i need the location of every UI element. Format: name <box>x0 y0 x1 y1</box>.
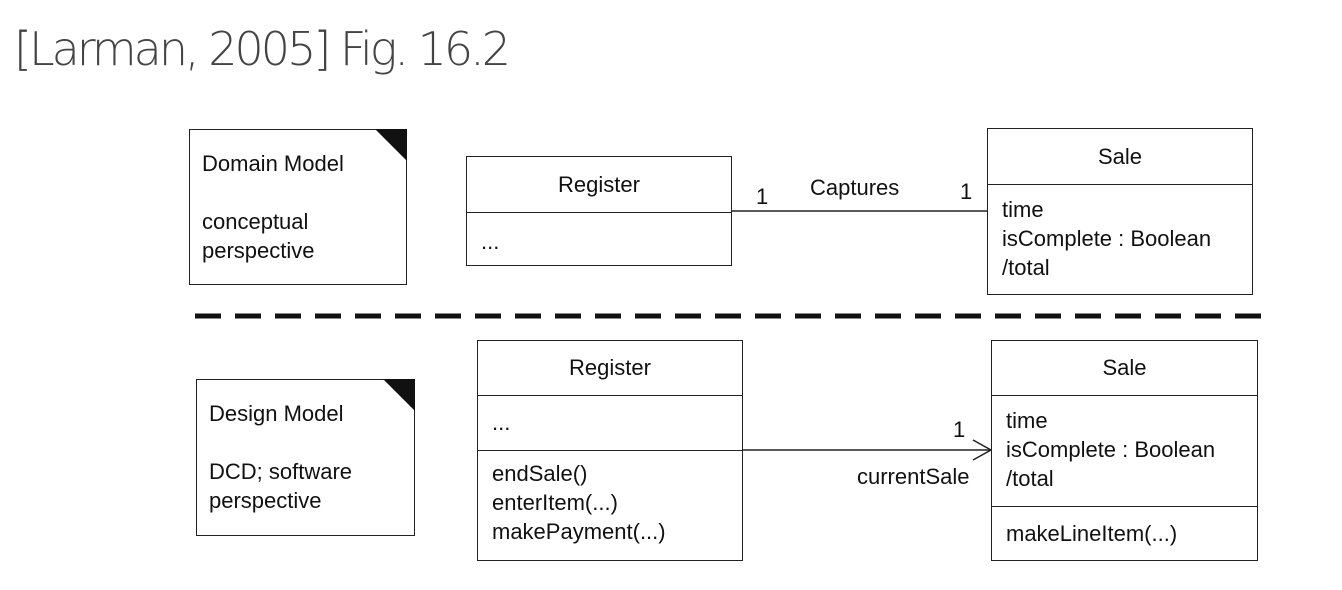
attribute: isComplete : Boolean <box>1002 226 1212 251</box>
design-register-operations: endSale() enterItem(...) makePayment(...… <box>478 451 742 546</box>
design-model-note-line-2: perspective <box>209 488 322 513</box>
note-fold-corner <box>375 129 407 161</box>
design-sale-class: Sale time isComplete : Boolean /total ma… <box>991 340 1258 561</box>
domain-model-note-heading: Domain Model <box>202 151 344 176</box>
domain-model-note-line-2: perspective <box>202 238 315 263</box>
domain-sale-class: Sale time isComplete : Boolean /total <box>987 128 1253 295</box>
attribute: ... <box>492 410 511 435</box>
domain-register-class: Register ... <box>466 156 732 266</box>
design-model-note-line-1: DCD; software <box>209 459 353 484</box>
design-register-attributes: ... <box>478 396 742 451</box>
attribute: /total <box>1006 466 1054 491</box>
attribute: time <box>1002 197 1044 222</box>
operation: enterItem(...) <box>492 490 618 515</box>
operation: makeLineItem(...) <box>1006 521 1178 546</box>
domain-sale-class-name: Sale <box>988 129 1252 185</box>
domain-register-attributes: ... <box>467 213 731 256</box>
design-register-class-name: Register <box>478 341 742 396</box>
operation: makePayment(...) <box>492 519 666 544</box>
captures-association-name: Captures <box>810 175 900 200</box>
attribute: time <box>1006 408 1048 433</box>
design-sale-class-name: Sale <box>992 341 1257 396</box>
attribute: isComplete : Boolean <box>1006 437 1216 462</box>
design-model-note: Design Model DCD; software perspective <box>196 379 415 536</box>
design-register-class: Register ... endSale() enterItem(...) ma… <box>477 340 743 561</box>
design-model-note-heading: Design Model <box>209 401 344 426</box>
domain-register-class-name: Register <box>467 157 731 213</box>
domain-sale-attributes: time isComplete : Boolean /total <box>988 185 1252 282</box>
operation: endSale() <box>492 461 588 486</box>
slide-title: [Larman, 2005] Fig. 16.2 <box>14 22 511 76</box>
attribute: ... <box>481 229 500 254</box>
current-sale-multiplicity: 1 <box>953 417 966 442</box>
note-fold-corner <box>383 379 415 411</box>
domain-model-note: Domain Model conceptual perspective <box>189 129 407 285</box>
captures-left-multiplicity: 1 <box>756 184 769 209</box>
design-sale-attributes: time isComplete : Boolean /total <box>992 396 1257 507</box>
domain-model-note-line-1: conceptual <box>202 209 309 234</box>
captures-right-multiplicity: 1 <box>960 179 973 204</box>
design-sale-operations: makeLineItem(...) <box>992 507 1257 548</box>
current-sale-role-name: currentSale <box>857 464 970 489</box>
attribute: /total <box>1002 255 1050 280</box>
